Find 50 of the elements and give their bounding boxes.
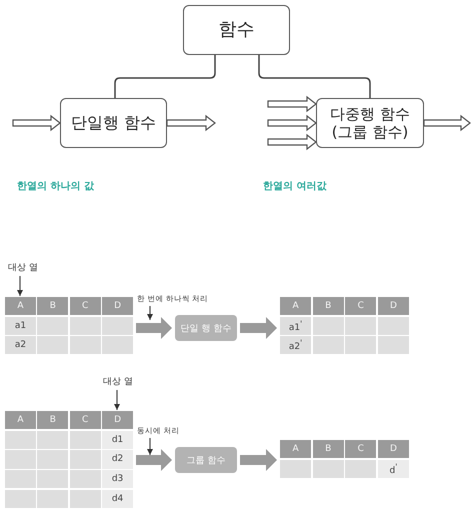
arrow <box>147 438 153 456</box>
column-header: D <box>102 411 133 430</box>
table-cell: d1 <box>102 430 133 449</box>
hollow-arrow <box>12 114 61 132</box>
column-header: C <box>70 411 101 430</box>
column-header: D <box>102 297 133 315</box>
table-cell: a1$^{'}$ <box>280 316 312 334</box>
column-header: C <box>345 440 376 458</box>
column-header: B <box>37 411 68 430</box>
table-cell: d4 <box>102 490 133 508</box>
hollow-arrow <box>267 96 317 112</box>
function-box: 단일 행 함수 <box>175 315 237 341</box>
table-cell: a2$^{'}$ <box>280 336 312 354</box>
connector-line <box>258 55 371 98</box>
column-header: A <box>5 411 36 430</box>
hollow-arrow <box>267 114 317 132</box>
function-box: 단일행 함수 <box>60 98 167 148</box>
hollow-arrow <box>423 114 471 132</box>
block-arrow <box>136 317 172 339</box>
table-cell: d2 <box>102 450 133 469</box>
arrow <box>114 390 120 410</box>
connector-line <box>114 55 216 98</box>
block-arrow <box>240 449 277 471</box>
column-header: D <box>378 440 409 458</box>
hollow-arrow <box>267 134 317 150</box>
column-header: A <box>280 440 312 458</box>
table-cell: d$^{'}$ <box>378 460 409 478</box>
column-header: A <box>280 297 312 315</box>
column-header: C <box>70 297 101 315</box>
annotation: 대상 열 <box>8 264 38 273</box>
column-header: C <box>345 297 376 315</box>
function-box: 다중행 함수 (그룹 함수) <box>316 98 424 148</box>
arrow <box>17 276 23 296</box>
caption-text: 한열의 하나의 값 <box>17 180 94 193</box>
caption-text: 한열의 여러값 <box>263 180 326 193</box>
table-cell: a1 <box>5 316 36 334</box>
column-header: B <box>312 440 344 458</box>
column-header: B <box>312 297 344 315</box>
function-box: 함수 <box>183 5 290 55</box>
table-cell: d3 <box>102 470 133 488</box>
column-header: D <box>378 297 409 315</box>
arrow <box>147 306 153 320</box>
block-arrow <box>136 449 172 471</box>
annotation: 대상 열 <box>103 378 133 387</box>
hollow-arrow <box>166 114 216 132</box>
table-cell: a2 <box>5 336 36 354</box>
function-box: 그룹 함수 <box>175 447 237 473</box>
column-header: B <box>37 297 68 315</box>
column-header: A <box>5 297 36 315</box>
block-arrow <box>240 317 277 339</box>
